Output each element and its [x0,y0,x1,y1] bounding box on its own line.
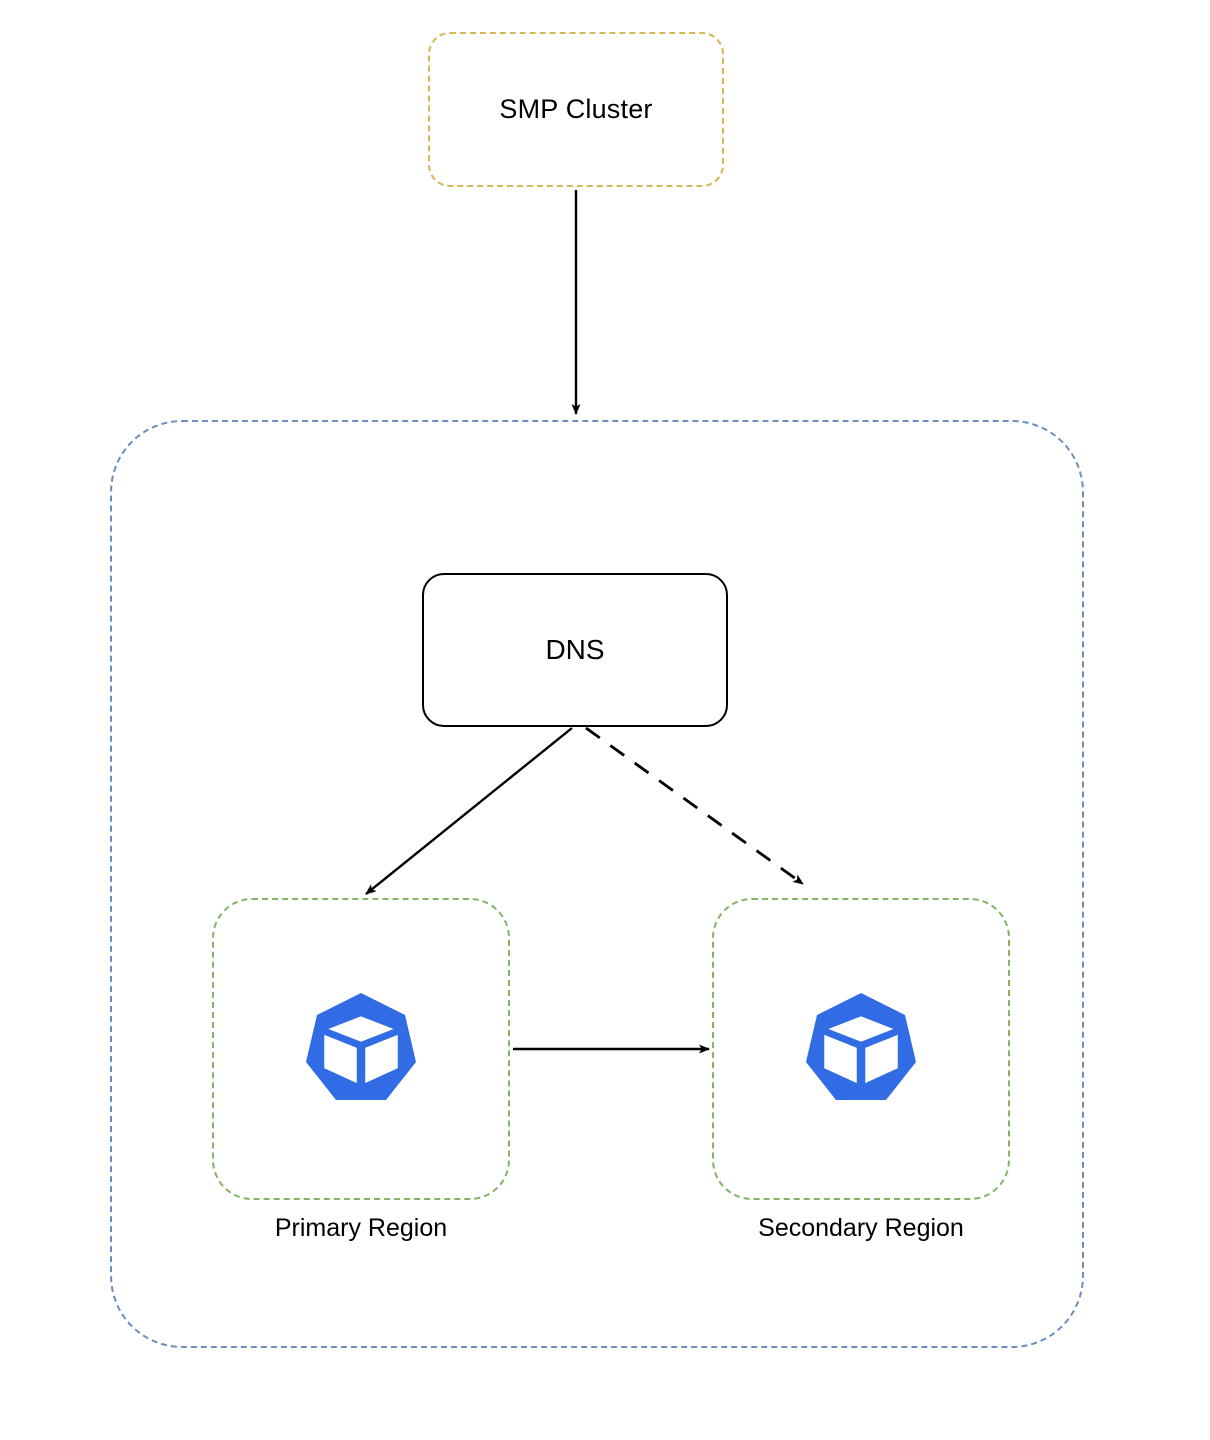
kubernetes-icon [301,989,421,1109]
dns-node[interactable]: DNS [422,573,728,727]
region-group-container[interactable] [110,420,1084,1348]
kubernetes-icon [801,989,921,1109]
primary-region-label: Primary Region [274,1214,448,1242]
primary-region-node[interactable] [212,898,510,1200]
secondary-region-node[interactable] [712,898,1010,1200]
smp-cluster-label: SMP Cluster [499,94,653,124]
secondary-region-label: Secondary Region [758,1214,964,1242]
smp-cluster-node[interactable]: SMP Cluster [428,32,724,187]
dns-label: DNS [545,634,605,665]
